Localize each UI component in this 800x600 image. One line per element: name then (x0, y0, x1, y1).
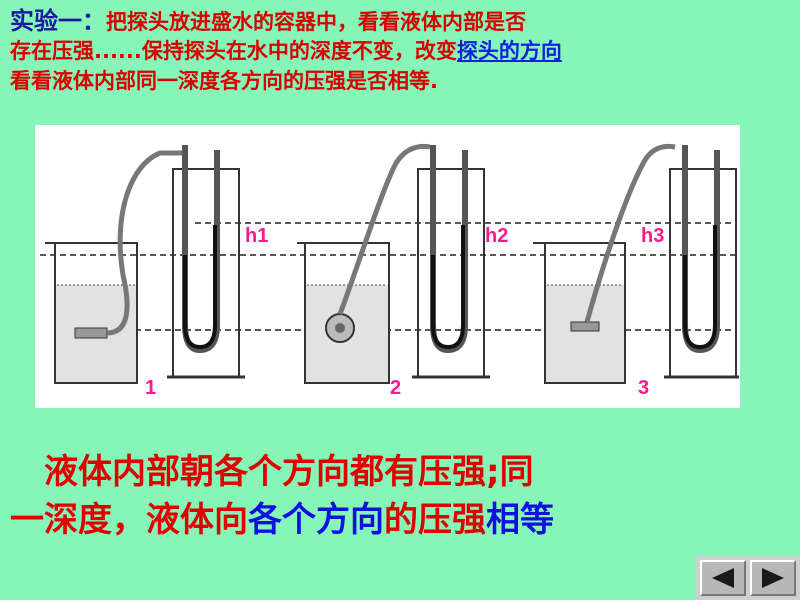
height-label-h2: h2 (485, 225, 509, 247)
conclusion-line-1-text: 液体内部朝各个方向都有压强;同 (44, 452, 534, 492)
manometer-2 (430, 145, 468, 354)
height-label-h3: h3 (641, 225, 665, 247)
step-number-3: 3 (638, 377, 650, 399)
tube-1 (106, 150, 183, 336)
setup-1 (45, 145, 245, 384)
conclusion-line-1: 液体内部朝各个方向都有压强;同 (10, 448, 790, 496)
intro-line-1-text: 把探头放进盛水的容器中，看看液体内部是否 (106, 10, 526, 34)
experiment-figure: h1 h2 h3 1 2 3 (35, 125, 740, 408)
height-label-h1: h1 (245, 225, 269, 247)
beaker-2 (297, 242, 390, 384)
intro-text: 实验一：把探头放进盛水的容器中，看看液体内部是否 存在压强......保持探头在… (10, 6, 800, 96)
previous-slide-button[interactable] (700, 560, 746, 596)
water-3 (546, 285, 624, 382)
conclusion-line-2: 一深度，液体向各个方向的压强相等 (10, 496, 790, 544)
probe-3 (570, 321, 600, 332)
conclusion-text: 液体内部朝各个方向都有压强;同 一深度，液体向各个方向的压强相等 (10, 448, 790, 544)
probe-1 (74, 327, 108, 339)
manometer-1 (182, 145, 220, 354)
conclusion-part-d: 相等 (486, 500, 554, 540)
intro-line-2-text: 存在压强......保持探头在水中的深度不变，改变 (10, 39, 457, 63)
conclusion-part-c: 的压强 (384, 500, 486, 540)
intro-line-2: 存在压强......保持探头在水中的深度不变，改变探头的方向 (10, 36, 800, 66)
setup-2 (297, 143, 490, 384)
manometer-3 (682, 145, 720, 354)
previous-arrow-icon (712, 568, 734, 588)
intro-line-3: 看看液体内部同一深度各方向的压强是否相等. (10, 69, 438, 93)
beaker-1 (45, 242, 138, 384)
next-arrow-icon (762, 568, 784, 588)
step-number-1: 1 (145, 377, 157, 399)
experiment-title: 实验一： (10, 7, 106, 35)
intro-line-1: 实验一：把探头放进盛水的容器中，看看液体内部是否 (10, 6, 800, 36)
next-slide-button[interactable] (750, 560, 796, 596)
probe-direction-link[interactable]: 探头的方向 (456, 39, 562, 63)
conclusion-part-a: 一深度，液体向 (10, 500, 248, 540)
step-number-2: 2 (390, 377, 402, 399)
setup-3 (533, 143, 739, 384)
beaker-3 (533, 242, 626, 384)
tube-3 (584, 143, 676, 323)
experiment-diagram (40, 143, 739, 384)
conclusion-part-b: 各个方向 (248, 500, 384, 540)
tube-2 (337, 143, 431, 315)
slide-navigation (696, 556, 800, 600)
